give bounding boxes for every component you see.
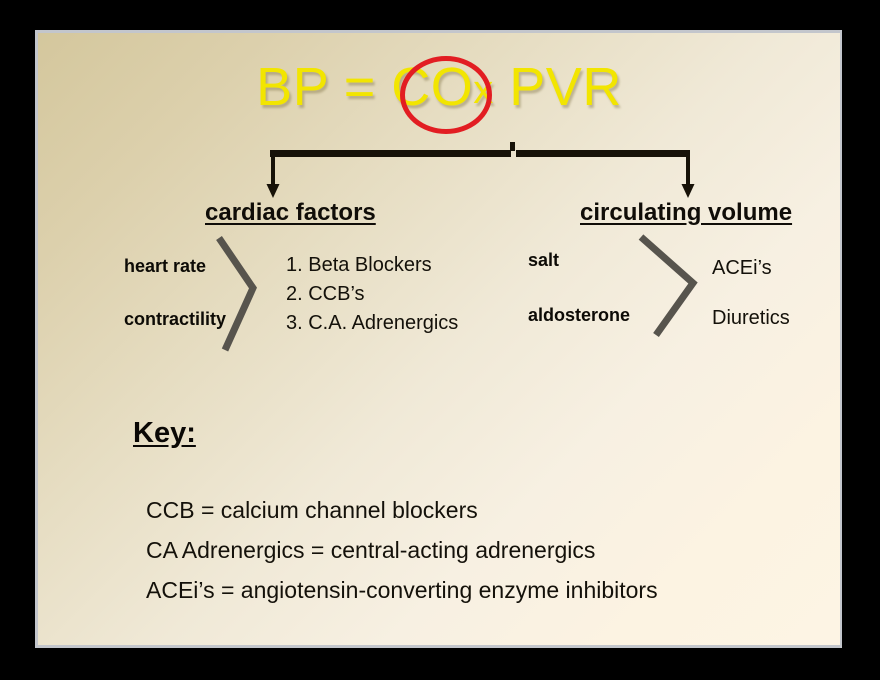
branch-connector: [266, 142, 695, 198]
cardiac-output-highlight-ellipse: [400, 56, 492, 134]
circulating-drug-item: ACEi’s: [712, 257, 772, 279]
title-prefix: BP =: [256, 57, 392, 117]
driver-aldosterone: aldosterone: [528, 305, 631, 325]
circulating-drug-item: Diuretics: [712, 307, 790, 329]
circulating-drug-list: ACEi’s Diuretics: [712, 243, 790, 343]
cardiac-drug-item: 2. CCB’s: [286, 283, 365, 305]
driver-salt: salt: [528, 250, 560, 270]
heading-circulating-volume: circulating volume: [580, 199, 793, 226]
connector-bar-left: [270, 150, 511, 157]
key-definition-item: CCB = calcium channel blockers: [146, 497, 478, 523]
slide-surface: [38, 33, 840, 645]
connector-center-stem: [510, 142, 515, 151]
cardiac-bracket-chevron: [216, 236, 257, 352]
key-definition-list: CCB = calcium channel blockers CA Adrene…: [146, 490, 658, 610]
title-suffix: PVR: [493, 57, 622, 117]
cardiac-drug-item: 1. Beta Blockers: [286, 254, 432, 276]
circulating-bracket-chevron: [638, 234, 698, 338]
connector-right-arrowhead: [681, 184, 695, 198]
connector-right-stem: [686, 154, 690, 189]
cardiac-drug-list: 1. Beta Blockers 2. CCB’s 3. C.A. Adrene…: [286, 251, 458, 338]
heading-cardiac-factors: cardiac factors: [205, 199, 376, 226]
connector-left-stem: [271, 154, 275, 189]
key-heading: Key:: [133, 417, 196, 449]
key-definition-item: CA Adrenergics = central-acting adrenerg…: [146, 537, 596, 563]
cardiac-drug-item: 3. C.A. Adrenergics: [286, 312, 459, 334]
connector-left-arrowhead: [266, 184, 280, 198]
driver-contractility: contractility: [124, 309, 227, 329]
driver-heart-rate: heart rate: [124, 256, 207, 276]
key-definition-item: ACEi’s = angiotensin-converting enzyme i…: [146, 577, 658, 603]
connector-bar-right: [516, 150, 690, 157]
